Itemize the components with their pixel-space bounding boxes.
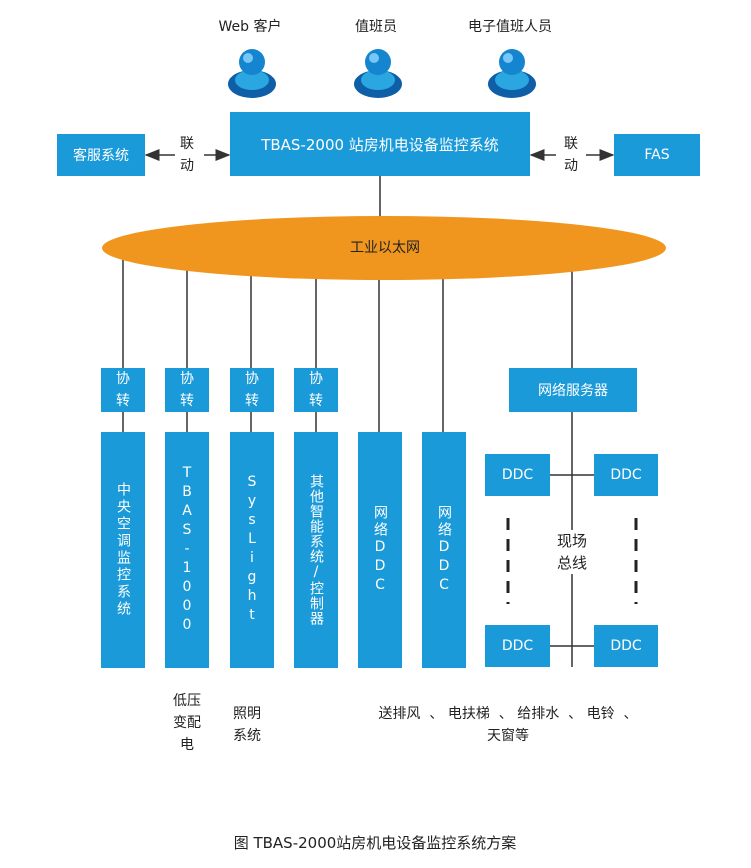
column-label: 网络DDC <box>372 504 388 596</box>
user-icon <box>354 49 402 98</box>
column-label: 其他智能系统/控制器 <box>308 474 324 626</box>
user-icon <box>488 49 536 98</box>
ddc-box: DDC <box>485 625 550 667</box>
ddc-box: DDC <box>594 625 658 667</box>
network-server-box: 网络服务器 <box>509 368 637 412</box>
center-system-box: TBAS-2000 站房机电设备监控系统 <box>230 112 530 176</box>
left-link-label: 联 动 <box>180 136 194 174</box>
user-icon <box>228 49 276 98</box>
low-voltage-label: 低压 变配 电 <box>173 693 201 753</box>
protocol-converter-box: 协 转 <box>230 368 274 412</box>
fas-box: FAS <box>614 134 700 176</box>
column-box: SysLight <box>230 432 274 668</box>
column-label: TBAS-1000 <box>179 464 195 636</box>
column-box: TBAS-1000 <box>165 432 209 668</box>
ddc-box: DDC <box>485 454 550 496</box>
column-box: 其他智能系统/控制器 <box>294 432 338 668</box>
protocol-converter-box: 协 转 <box>165 368 209 412</box>
right-link-label: 联 动 <box>564 136 578 174</box>
equipment-label: 送排风 、 电扶梯 、 给排水 、 电铃 、 天窗等 <box>378 706 638 744</box>
user-label: Web 客户 <box>218 19 282 35</box>
ethernet-ellipse <box>102 216 666 280</box>
column-box: 网络DDC <box>422 432 466 668</box>
ddc-box: DDC <box>594 454 658 496</box>
column-label: 网络DDC <box>436 504 452 596</box>
field-bus-label: 现场 总线 <box>545 530 599 574</box>
column-box: 中央空调监控系统 <box>101 432 145 668</box>
figure-caption: 图 TBAS-2000站房机电设备监控系统方案 <box>233 834 517 852</box>
ethernet-label: 工业以太网 <box>350 240 420 256</box>
column-box: 网络DDC <box>358 432 402 668</box>
user-label: 值班员 <box>355 19 397 35</box>
lighting-label: 照明 系统 <box>233 706 261 744</box>
protocol-converter-box: 协 转 <box>101 368 145 412</box>
column-label: 中央空调监控系统 <box>115 482 131 618</box>
user-label: 电子值班人员 <box>468 19 552 35</box>
customer-service-box: 客服系统 <box>57 134 145 176</box>
column-label: SysLight <box>244 474 260 626</box>
protocol-converter-box: 协 转 <box>294 368 338 412</box>
